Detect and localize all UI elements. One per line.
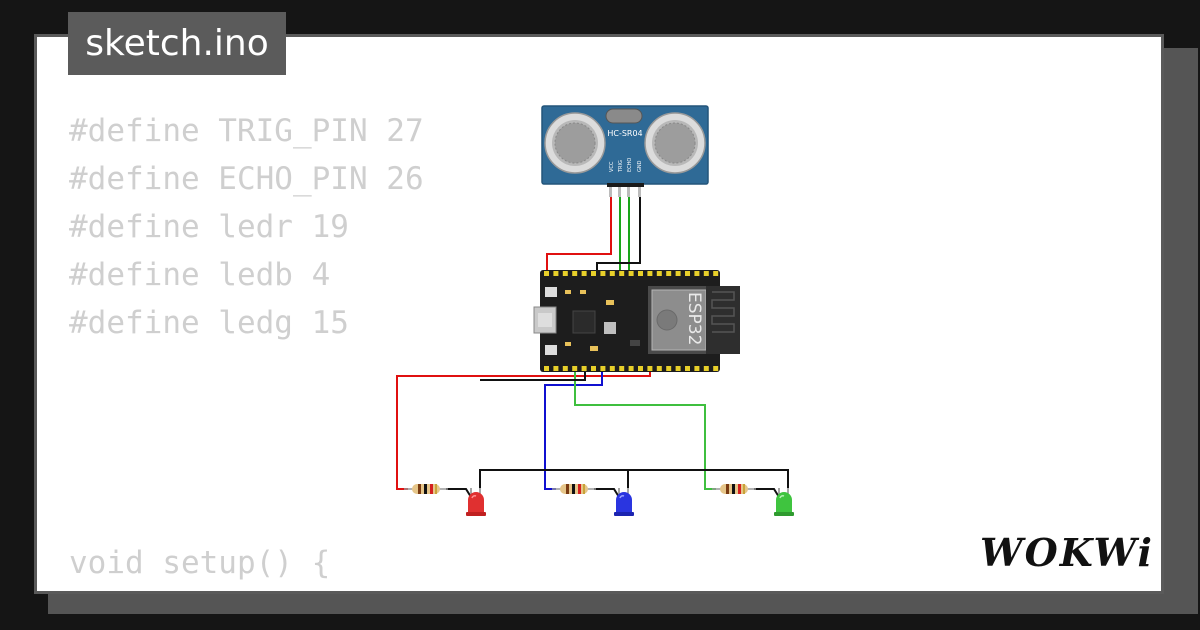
code-line: #define TRIG_PIN 27 — [69, 113, 424, 149]
header-pin — [581, 366, 587, 371]
hc-sr04-sensor[interactable]: HC-SR04 VCC TRIG ECHO GND — [541, 105, 709, 197]
resistor-green-led[interactable] — [712, 484, 756, 494]
header-pin — [713, 366, 719, 371]
header-pin — [600, 271, 606, 276]
wires — [396, 196, 789, 498]
wire-gnd — [596, 196, 641, 272]
code-setup: void setup() { — [69, 539, 330, 587]
header-pin — [638, 271, 643, 276]
header-pin — [562, 271, 568, 276]
header-pin — [600, 366, 606, 371]
sensor-pin-label: TRIG — [618, 160, 624, 173]
code-line: #define ledr 19 — [69, 209, 349, 245]
esp32-board[interactable]: ESP32 — [533, 270, 740, 372]
code-line: #define ledb 4 — [69, 257, 331, 293]
code-defines: #define TRIG_PIN 27 #define ECHO_PIN 26 … — [69, 107, 424, 347]
en-button[interactable] — [545, 345, 557, 355]
led-red[interactable] — [466, 488, 486, 516]
header-pin — [619, 366, 625, 371]
header-pin — [553, 271, 559, 276]
header-pin — [647, 271, 653, 276]
header-pin — [685, 271, 690, 276]
header-pin — [609, 366, 615, 371]
header-pin — [572, 271, 578, 276]
header-pin — [581, 271, 587, 276]
code-line: void setup() { — [69, 545, 331, 581]
wire-led-blue — [544, 368, 603, 490]
header-pin — [619, 271, 625, 276]
header-pin — [609, 271, 615, 276]
wokwi-logo: WOKWi — [980, 530, 1151, 575]
header-pin — [647, 366, 653, 371]
header-pin — [656, 366, 662, 371]
wire-gnd-bus — [479, 469, 789, 488]
header-pins-top — [544, 271, 719, 276]
wire-res-green — [754, 488, 780, 498]
boot-button[interactable] — [545, 287, 557, 297]
header-pin — [544, 366, 549, 371]
header-pin — [628, 366, 634, 371]
wire-led-green — [574, 368, 716, 490]
wire-led-red — [396, 368, 651, 490]
header-pin — [713, 271, 719, 276]
header-pin — [572, 366, 578, 371]
header-pin — [666, 271, 672, 276]
header-pin — [703, 366, 709, 371]
header-pin — [666, 366, 672, 371]
header-pin — [656, 271, 662, 276]
header-pin — [591, 366, 596, 371]
resistor-blue-led[interactable] — [552, 484, 596, 494]
sensor-pin-label: VCC — [609, 161, 615, 172]
header-pin — [694, 366, 700, 371]
led-blue[interactable] — [614, 488, 634, 516]
header-pin — [694, 271, 700, 276]
sensor-pin-label: ECHO — [627, 158, 633, 172]
header-pin — [544, 271, 549, 276]
wokwi-logo-text: WOKWi — [980, 530, 1151, 575]
led-green[interactable] — [774, 488, 794, 516]
header-pin — [628, 271, 634, 276]
sensor-pin-label: GND — [637, 160, 643, 172]
file-tab[interactable]: sketch.ino — [68, 12, 286, 75]
code-line: #define ECHO_PIN 26 — [69, 161, 424, 197]
header-pin — [553, 366, 559, 371]
header-pin — [703, 271, 709, 276]
esp32-chip-label: ESP32 — [684, 292, 704, 345]
wire-vcc — [546, 196, 612, 272]
code-line: #define ledg 15 — [69, 305, 349, 341]
header-pin — [675, 271, 681, 276]
header-pin — [638, 366, 643, 371]
header-pin — [591, 271, 596, 276]
header-pin — [685, 366, 690, 371]
sensor-model-label: HC-SR04 — [607, 129, 642, 138]
wire-res-red — [446, 488, 472, 498]
header-pin — [675, 366, 681, 371]
resistor-red-led[interactable] — [404, 484, 448, 494]
wire-res-blue — [594, 488, 620, 498]
header-pin — [562, 366, 568, 371]
header-pins-bottom — [544, 366, 719, 371]
